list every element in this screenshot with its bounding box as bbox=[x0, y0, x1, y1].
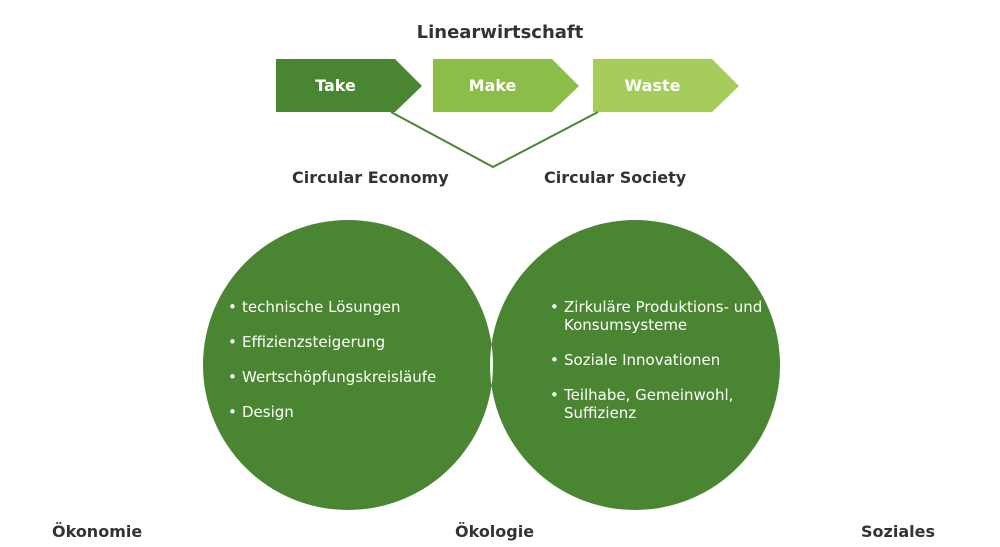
take-arrow bbox=[276, 59, 422, 112]
list-item: Zirkuläre Produktions- und Konsumsysteme bbox=[550, 298, 765, 334]
circular-society-label: Circular Society bbox=[544, 168, 687, 187]
circular-economy-list: technische Lösungen Effizienzsteigerung … bbox=[228, 298, 458, 438]
circular-economy-label: Circular Economy bbox=[292, 168, 449, 187]
list-item: Design bbox=[228, 403, 458, 421]
waste-arrow bbox=[593, 59, 739, 112]
oekologie-label: Ökologie bbox=[455, 522, 535, 541]
soziales-label: Soziales bbox=[861, 522, 935, 541]
circular-economy-circle bbox=[203, 220, 493, 510]
list-item: Soziale Innovationen bbox=[550, 351, 765, 369]
list-item: Teilhabe, Gemeinwohl, Suffizienz bbox=[550, 386, 765, 422]
step-waste: Waste bbox=[624, 76, 681, 95]
diagram-title: Linearwirtschaft bbox=[416, 22, 584, 43]
list-item: technische Lösungen bbox=[228, 298, 458, 316]
connector-lines bbox=[390, 111, 599, 169]
list-item: Effizienzsteigerung bbox=[228, 333, 458, 351]
circular-society-list: Zirkuläre Produktions- und Konsumsysteme… bbox=[550, 298, 765, 439]
make-arrow bbox=[433, 59, 579, 112]
step-take: Take bbox=[315, 76, 356, 95]
list-item: Wertschöpfungskreisläufe bbox=[228, 368, 458, 386]
step-make: Make bbox=[468, 76, 517, 95]
oekonomie-label: Ökonomie bbox=[52, 522, 143, 541]
